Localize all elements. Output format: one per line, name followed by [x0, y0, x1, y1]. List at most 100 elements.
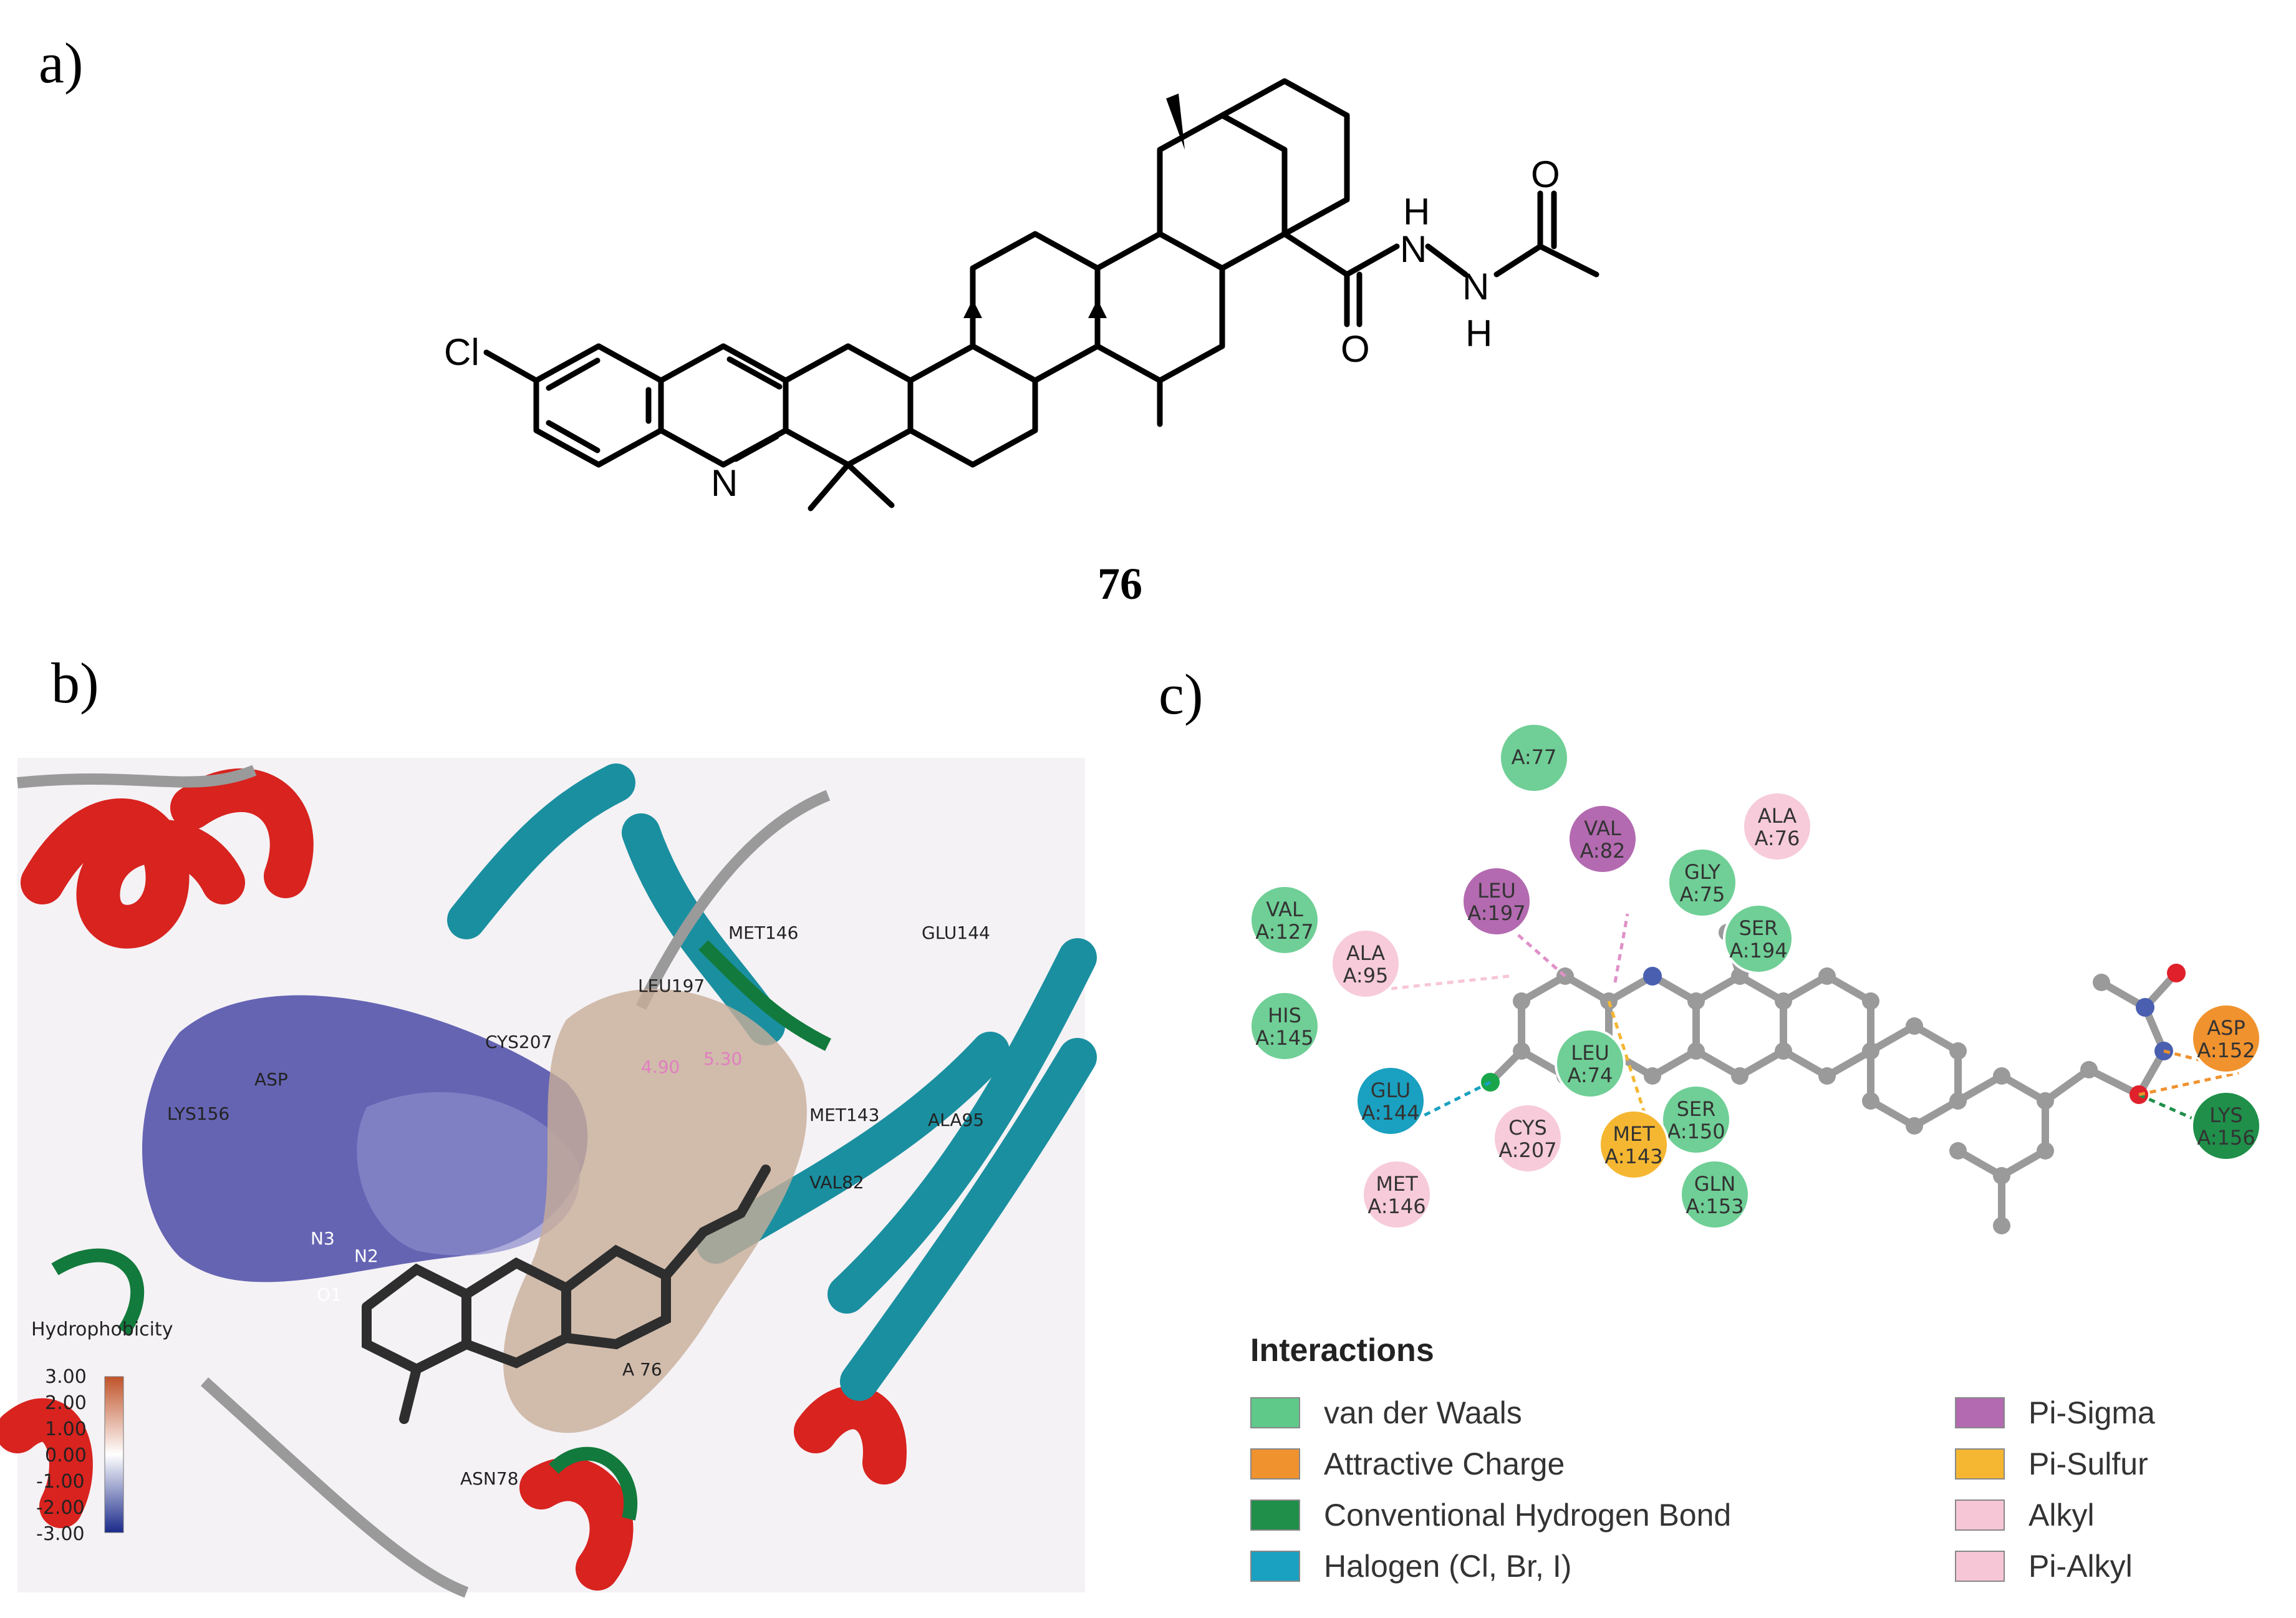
- legend-item: Attractive Charge: [1250, 1445, 1565, 1483]
- legend-item: Pi-Alkyl: [1955, 1548, 2133, 1585]
- residue-label: O1: [317, 1284, 342, 1305]
- distance-label: 5.30: [703, 1049, 742, 1069]
- hydrophobicity-scale-bar: [104, 1376, 124, 1533]
- residue-name: GLU: [1371, 1078, 1411, 1102]
- residue-name: VAL: [1266, 898, 1303, 921]
- residue-label: VAL82: [809, 1172, 864, 1193]
- legend-swatch: [1250, 1551, 1300, 1582]
- atom-n1: N: [1400, 228, 1427, 270]
- legend-item: Pi-Sigma: [1955, 1394, 2155, 1431]
- scale-tick: 0.00: [45, 1445, 87, 1466]
- atom-o-acetyl: O: [1531, 153, 1560, 195]
- panel-label-c: c): [1159, 662, 1203, 726]
- residue-name: HIS: [1268, 1004, 1301, 1027]
- residue-label: CYS207: [485, 1032, 552, 1052]
- legend-swatch: [1955, 1499, 2005, 1531]
- legend-label: Conventional Hydrogen Bond: [1324, 1498, 1732, 1533]
- protein-ribbon-view: MET146 GLU144 LEU197 CYS207 ASP LYS156 M…: [0, 758, 1097, 1598]
- residue-label: MET143: [809, 1105, 879, 1125]
- residue-name: LEU: [1477, 879, 1515, 903]
- residue-label: LYS156: [167, 1103, 229, 1124]
- atom-h1: H: [1403, 191, 1430, 233]
- residue-name: A:146: [1367, 1194, 1425, 1218]
- legend-swatch: [1250, 1448, 1300, 1480]
- docking-render: MET146 GLU144 LEU197 CYS207 ASP LYS156 M…: [0, 758, 1097, 1598]
- residue-name: LEU: [1571, 1041, 1609, 1065]
- residue-name: VAL: [1584, 816, 1621, 840]
- legend-item: Halogen (Cl, Br, I): [1250, 1548, 1571, 1585]
- atom-n: N: [711, 462, 738, 504]
- residue-name: A:75: [1680, 883, 1725, 906]
- scale-tick: -2.00: [36, 1497, 85, 1519]
- residue-label: MET146: [728, 923, 798, 943]
- residue-label: N2: [354, 1246, 379, 1266]
- residue-name: GLN: [1694, 1172, 1736, 1196]
- legend-label: Pi-Sulfur: [2028, 1446, 2148, 1481]
- legend-item: Pi-Sulfur: [1955, 1445, 2148, 1483]
- legend-item: van der Waals: [1250, 1394, 1522, 1431]
- legend-label: Pi-Sigma: [2028, 1395, 2155, 1430]
- legend-label: Halogen (Cl, Br, I): [1324, 1549, 1572, 1584]
- scale-tick: 3.00: [45, 1366, 87, 1388]
- residue-label: ASN78: [460, 1468, 519, 1489]
- atom-o-amide: O: [1341, 328, 1370, 370]
- residue-label: ASP: [254, 1069, 288, 1090]
- interaction-diagram: A:77VALA:82GLYA:75ALAA:76LEUA:197SERA:19…: [1249, 722, 2262, 1234]
- residue-name: SER: [1739, 916, 1778, 940]
- residue-name: GLY: [1684, 860, 1720, 884]
- atom-n2: N: [1462, 266, 1489, 308]
- residue-name: A:74: [1568, 1063, 1613, 1087]
- legend-swatch: [1955, 1448, 2005, 1480]
- residue-label: ALA95: [928, 1110, 984, 1130]
- residue-name: A:143: [1604, 1145, 1662, 1168]
- residue-name: MET: [1613, 1122, 1655, 1146]
- legend-swatch: [1955, 1397, 2005, 1428]
- residue-name: A:82: [1580, 839, 1626, 863]
- atom-h2: H: [1465, 312, 1492, 354]
- legend-label: Attractive Charge: [1324, 1446, 1565, 1481]
- scale-tick: 2.00: [45, 1392, 87, 1414]
- legend-swatch: [1250, 1499, 1300, 1531]
- legend-title: Interactions: [1250, 1332, 1434, 1369]
- scale-title: Hydrophobicity: [31, 1319, 173, 1340]
- panel-label-a: a): [39, 31, 84, 95]
- scale-tick: 1.00: [45, 1418, 87, 1440]
- legend-swatch: [1955, 1551, 2005, 1582]
- residue-name: A:153: [1686, 1194, 1744, 1218]
- residue-name: A:207: [1498, 1138, 1556, 1162]
- residue-name: ALA: [1758, 804, 1797, 828]
- legend-label: Alkyl: [2028, 1498, 2095, 1533]
- panel-label-b: b): [51, 651, 99, 715]
- residue-bubble: A:77: [1498, 722, 1570, 793]
- legend-label: Pi-Alkyl: [2028, 1549, 2133, 1584]
- distance-label: 4.90: [641, 1057, 680, 1077]
- compound-number: 76: [1097, 559, 1142, 609]
- residue-name: ASP: [2207, 1016, 2245, 1040]
- residue-name: A:127: [1255, 920, 1313, 944]
- legend-item: Alkyl: [1955, 1496, 2095, 1534]
- residue-name: A:156: [2197, 1126, 2255, 1150]
- scale-tick: -3.00: [36, 1523, 85, 1545]
- residue-label: N3: [311, 1228, 335, 1249]
- legend-item: Conventional Hydrogen Bond: [1250, 1496, 1731, 1534]
- scale-tick: -1.00: [36, 1471, 85, 1493]
- residue-name: LYS: [2209, 1103, 2242, 1127]
- residue-name: A:150: [1667, 1120, 1725, 1143]
- residue-name: A:197: [1467, 901, 1525, 925]
- atom-cl: Cl: [444, 331, 480, 373]
- residue-name: A:95: [1343, 964, 1389, 987]
